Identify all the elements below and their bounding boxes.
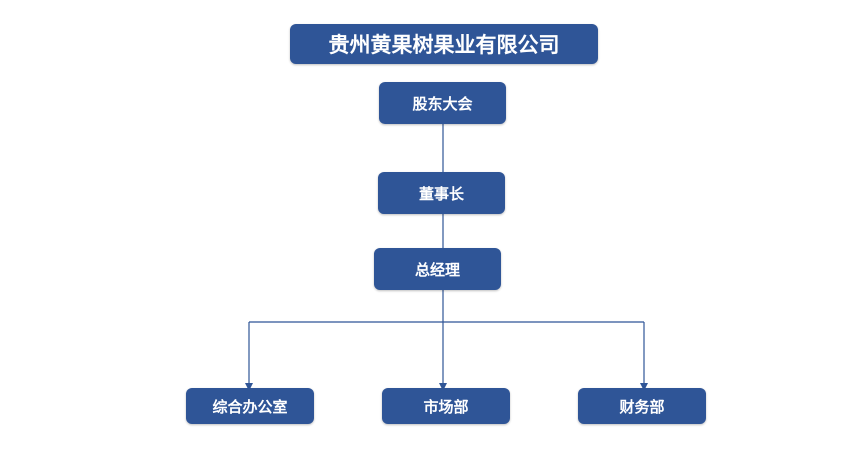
node-chairman: 董事长 bbox=[378, 172, 505, 214]
node-marketing-dept: 市场部 bbox=[382, 388, 510, 424]
node-general-office: 综合办公室 bbox=[186, 388, 314, 424]
node-general-manager: 总经理 bbox=[374, 248, 501, 290]
node-finance-dept: 财务部 bbox=[578, 388, 706, 424]
node-shareholders-meeting: 股东大会 bbox=[379, 82, 506, 124]
company-title: 贵州黄果树果业有限公司 bbox=[290, 24, 598, 64]
